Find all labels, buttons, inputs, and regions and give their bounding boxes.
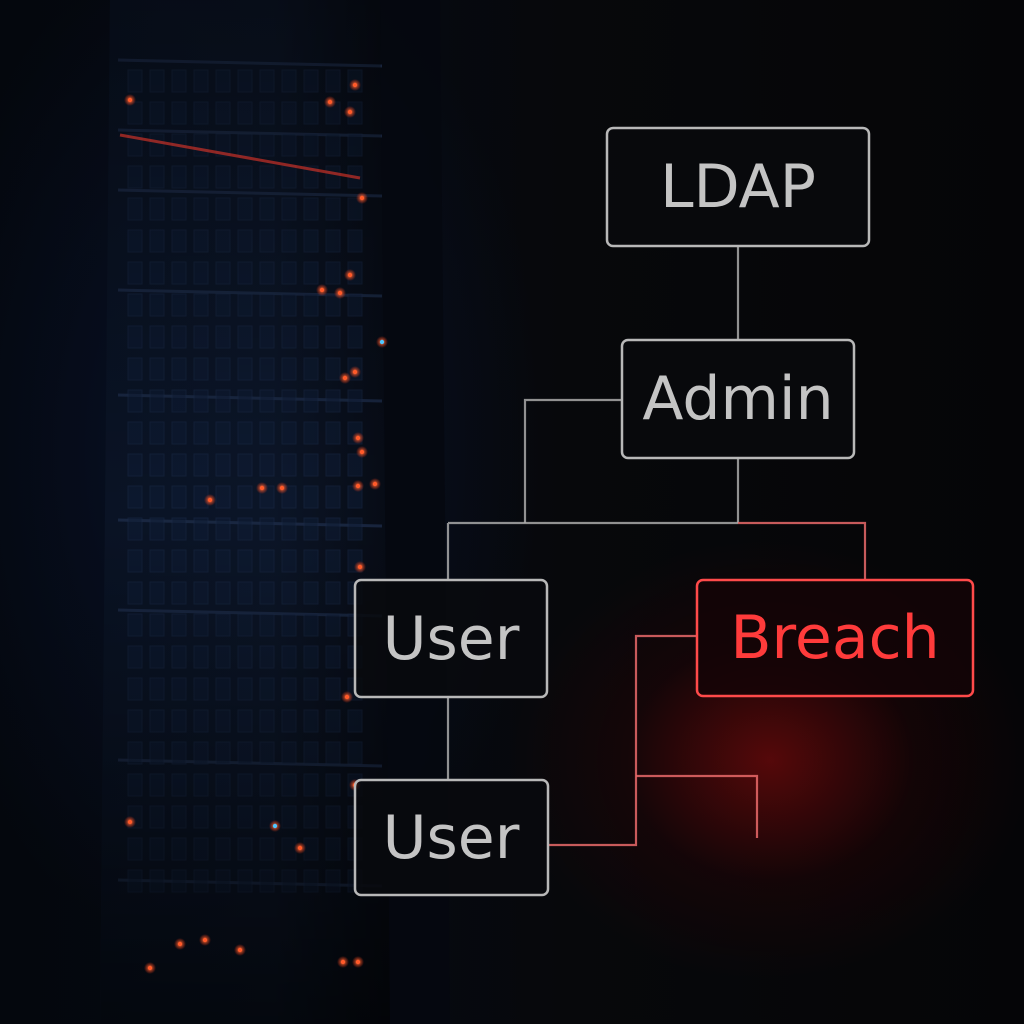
node-ldap-box (605, 126, 871, 248)
node-user-top: User (353, 578, 549, 699)
edge-user-to-breach (548, 634, 697, 847)
status-led (347, 272, 353, 278)
status-led (207, 497, 213, 503)
status-led (355, 435, 361, 441)
status-led-cluster (124, 79, 388, 974)
edge-bus-to-breach (738, 521, 867, 580)
status-led (147, 965, 153, 971)
edge-admin-left-branch (523, 398, 622, 523)
status-led (319, 287, 325, 293)
edge-breach-spur (636, 774, 759, 838)
status-led (347, 109, 353, 115)
status-led (279, 485, 285, 491)
status-led (327, 99, 333, 105)
node-ldap-label: LDAP (660, 152, 816, 222)
node-ldap: LDAP (605, 126, 871, 248)
status-led (379, 339, 385, 345)
status-led (237, 947, 243, 953)
status-led (342, 375, 348, 381)
status-led (272, 823, 278, 829)
edge-bus-to-user (446, 521, 738, 580)
status-led (177, 941, 183, 947)
node-breach: Breach (695, 578, 975, 698)
status-led (340, 959, 346, 965)
node-user-bottom-box (353, 778, 550, 897)
status-led (297, 845, 303, 851)
status-led (202, 937, 208, 943)
diagram-connectors (446, 246, 867, 847)
status-led (359, 449, 365, 455)
status-led (355, 959, 361, 965)
status-led (357, 564, 363, 570)
node-admin-box (620, 338, 856, 460)
node-admin-label: Admin (642, 364, 833, 434)
status-led (359, 195, 365, 201)
status-led (352, 369, 358, 375)
node-user-bottom: User (353, 778, 550, 897)
status-led (372, 481, 378, 487)
status-led (344, 694, 350, 700)
status-led (259, 485, 265, 491)
status-led (337, 290, 343, 296)
node-user-bottom-label: User (383, 803, 520, 873)
node-admin: Admin (620, 338, 856, 460)
status-led (127, 97, 133, 103)
node-breach-label: Breach (730, 603, 939, 673)
status-led (352, 82, 358, 88)
node-breach-box (695, 578, 975, 698)
status-led (127, 819, 133, 825)
node-user-top-box (353, 578, 549, 699)
node-user-top-label: User (383, 604, 520, 674)
status-led (355, 483, 361, 489)
